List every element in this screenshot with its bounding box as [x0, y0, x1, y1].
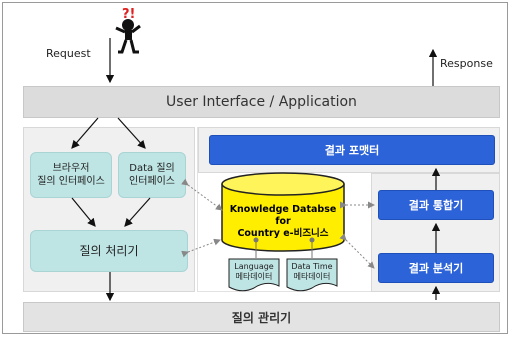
question-exclamation-icon: ?! — [122, 7, 135, 22]
result-integrator-box: 결과 통합기 — [378, 190, 494, 220]
query-manager-label: 질의 관리기 — [231, 310, 292, 325]
knowledge-database-label: Knowledge Databse for Country e-비즈니스 — [229, 204, 337, 239]
response-label: Response — [440, 57, 493, 70]
result-formatter-box: 결과 포맷터 — [209, 135, 495, 165]
result-analyzer-box: 결과 분석기 — [378, 253, 494, 283]
data-query-interface-box: Data 질의 인터페이스 — [118, 152, 186, 198]
request-label: Request — [46, 47, 91, 60]
confused-person-icon: ?! — [115, 7, 141, 54]
browser-query-interface-box: 브라우저 질의 인터페이스 — [30, 152, 112, 198]
database-cylinder-icon — [221, 172, 345, 252]
query-manager-bar: 질의 관리기 — [23, 302, 500, 332]
user-interface-label: User Interface / Application — [166, 94, 357, 110]
user-interface-bar: User Interface / Application — [23, 86, 500, 118]
language-metadata-document-icon — [228, 258, 280, 292]
language-metadata-label: Language 메타데이터 — [234, 262, 274, 281]
datatime-metadata-label: Data Time 메타데이터 — [291, 262, 333, 281]
datatime-metadata-document-icon — [286, 258, 338, 292]
query-processor-box: 질의 처리기 — [30, 230, 188, 272]
